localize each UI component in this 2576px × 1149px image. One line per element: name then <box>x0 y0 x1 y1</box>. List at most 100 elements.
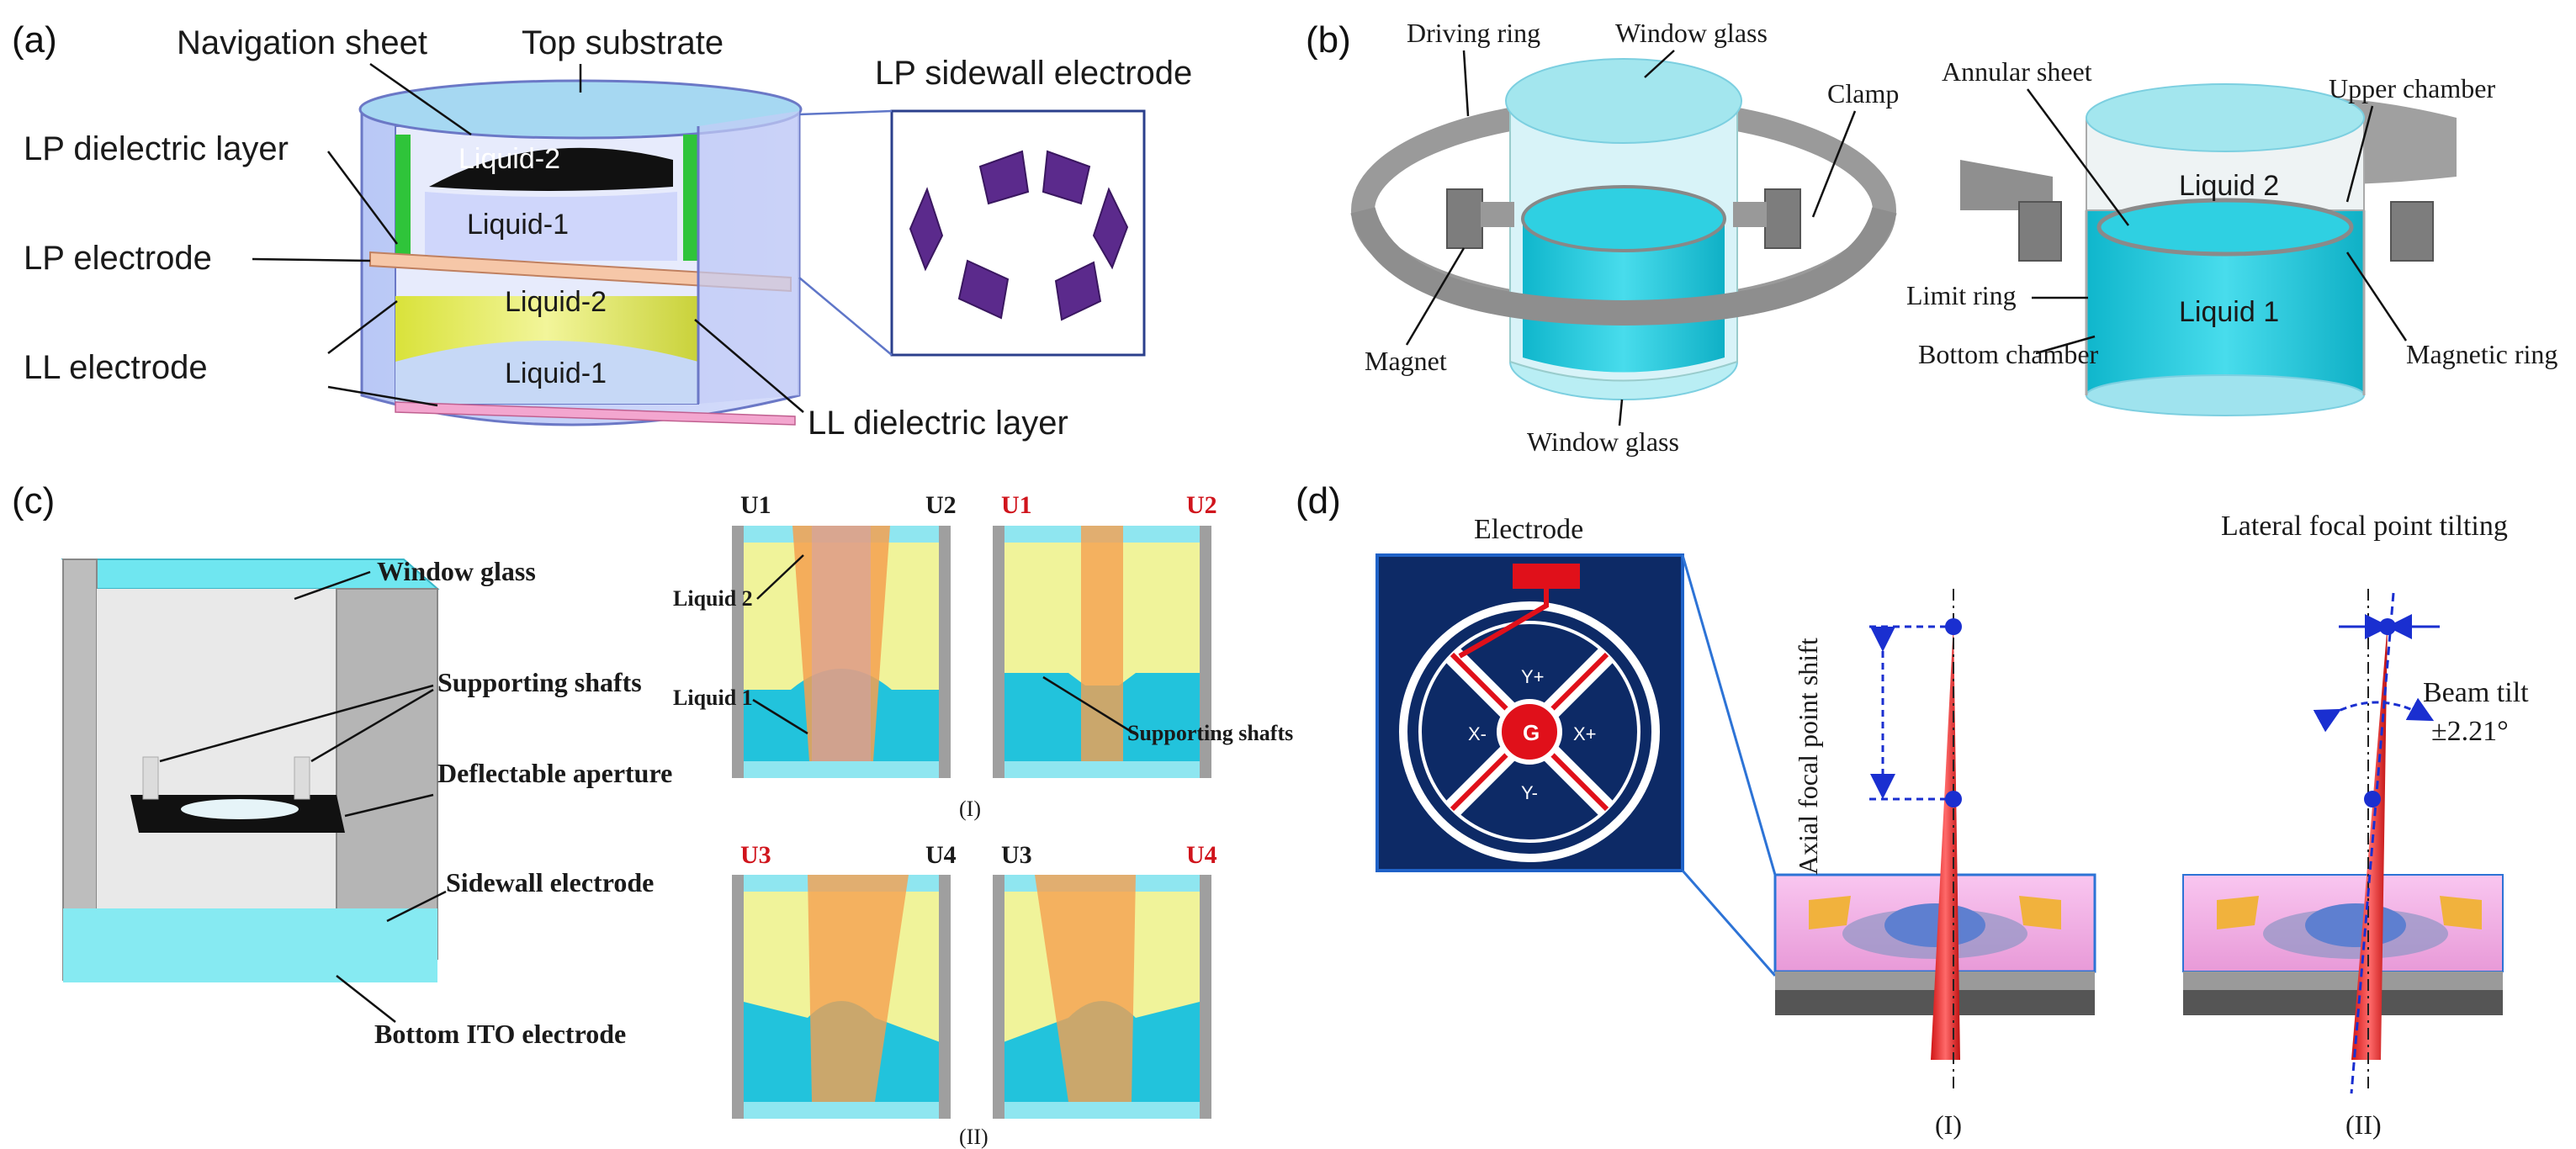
label-u1-i-a: U1 <box>740 491 771 519</box>
leader-ll-dielectric <box>694 319 804 413</box>
pad-y-plus: Y+ <box>1521 666 1545 687</box>
leader-deflectable-aperture <box>344 793 434 818</box>
lp-sidewall-left <box>395 135 411 261</box>
leader-ll-electrode-1 <box>327 300 398 354</box>
label-row-i: (I) <box>959 797 981 821</box>
leader-supporting-shafts-2 <box>310 688 434 763</box>
leader-lp-dielectric <box>326 151 399 245</box>
leader-upper-chamber <box>2345 105 2374 203</box>
label-navigation-sheet: Navigation sheet <box>177 24 427 61</box>
electrode-inset: Y+ Y- X+ X- G <box>1375 553 1684 872</box>
leader-driving-ring <box>1462 50 1470 117</box>
annular-sheet-shape <box>2096 198 2354 257</box>
pad-x-plus: X+ <box>1573 723 1597 744</box>
panel-d-tag: (d) <box>1296 480 1341 522</box>
leader-magnetic-ring <box>2345 252 2408 342</box>
label-driving-ring: Driving ring <box>1407 18 1540 48</box>
panel-c-device <box>61 559 440 982</box>
label-supporting-shafts: Supporting shafts <box>437 667 642 697</box>
panel-b-tag: (b) <box>1306 19 1351 61</box>
label-electrode: Electrode <box>1474 514 1583 545</box>
label-u1-i-b: U1 <box>1001 491 1032 519</box>
leader-bottom-ito <box>336 975 396 1023</box>
panel-d: (d) Electrode Y+ Y- X+ X- G <box>1296 480 2529 1140</box>
label-liquid2-b: Liquid 2 <box>2179 170 2279 202</box>
label-magnet: Magnet <box>1365 346 1447 376</box>
panel-c: (c) Window glass Supporting shafts Defle… <box>12 480 1293 1149</box>
panel-a-device: Liquid-2 Liquid-1 Liquid-2 Liquid-1 <box>358 79 803 426</box>
driving-ring-front <box>1350 206 1897 326</box>
label-u4-ii-b: U4 <box>1186 841 1217 869</box>
label-liquid1-b: Liquid 1 <box>2179 296 2279 328</box>
label-lp-electrode: LP electrode <box>24 240 212 277</box>
panel-a: (a) Liquid-2 Liquid-1 <box>12 19 1192 442</box>
label-axial-shift: Axial focal point shift <box>1793 638 1823 875</box>
label-sidewall-electrode: Sidewall electrode <box>446 867 654 897</box>
label-top-substrate: Top substrate <box>522 24 724 61</box>
label-window-glass-bottom: Window glass <box>1527 426 1679 457</box>
panel-b-left-assembly <box>1350 58 1897 400</box>
leader-window-glass-bottom <box>1618 399 1624 426</box>
leader-navigation-sheet <box>369 62 472 136</box>
label-bottom-ito-electrode: Bottom ITO electrode <box>374 1019 626 1049</box>
upper-window-disc <box>2086 83 2365 152</box>
liquid2-bottom-label: Liquid-2 <box>505 286 607 318</box>
label-beam-tilt: Beam tilt <box>2423 677 2529 708</box>
lower-liquid1 <box>395 341 698 404</box>
label-u3-ii-b: U3 <box>1001 841 1032 869</box>
pad-y-minus: Y- <box>1521 782 1538 803</box>
leader-window-glass-top <box>1644 50 1675 78</box>
label-lp-sidewall-electrode: LP sidewall electrode <box>875 55 1192 92</box>
leader-ll-electrode-2 <box>327 385 438 407</box>
top-contact-pad <box>1513 564 1580 589</box>
leader-clamp <box>1811 110 1857 218</box>
label-lateral-tilting: Lateral focal point tilting <box>2221 511 2508 542</box>
navigation-sheet-shape <box>429 147 673 191</box>
label-lp-dielectric-layer: LP dielectric layer <box>24 130 289 167</box>
label-limit-ring: Limit ring <box>1906 280 2017 310</box>
outer-shell-right <box>698 111 799 404</box>
label-window-glass-top: Window glass <box>1615 18 1768 48</box>
liquid1-bottom-label: Liquid-1 <box>505 357 607 389</box>
ll-electrode-plate <box>395 401 796 426</box>
panel-b-right-assembly <box>1960 83 2457 416</box>
label-state-ii: (II) <box>2345 1109 2382 1140</box>
panel-b: (b) Driving ring Window glass Clamp Magn… <box>1306 18 2557 457</box>
liquid1-top-label: Liquid-1 <box>467 209 569 241</box>
magnet-left <box>1446 188 1483 249</box>
label-liquid1-c: Liquid 1 <box>673 686 753 710</box>
leader-magnet <box>1405 247 1466 346</box>
label-ll-dielectric-layer: LL dielectric layer <box>808 405 1068 442</box>
label-row-ii: (II) <box>959 1125 989 1149</box>
leader-sidewall-electrode <box>386 890 447 923</box>
label-deflectable-aperture: Deflectable aperture <box>437 758 672 788</box>
label-u2-i-a: U2 <box>925 491 957 519</box>
sidewall-electrode-block <box>336 588 438 960</box>
label-state-i: (I) <box>1935 1109 1962 1140</box>
beam-state-i <box>1931 622 1960 1060</box>
label-u3-ii-a: U3 <box>740 841 771 869</box>
label-ll-electrode: LL electrode <box>24 349 208 386</box>
window-glass-top-disc <box>1505 58 1742 144</box>
magnetic-inner-ring <box>1521 185 1726 252</box>
device-state-i <box>1773 589 2096 1093</box>
magnet-right-right <box>2390 201 2434 262</box>
bottom-window-disc <box>2086 374 2365 416</box>
ground-pad <box>1497 699 1562 765</box>
leader-bottom-chamber <box>2035 335 2096 355</box>
panel-c-inset-ii-a <box>732 875 951 1119</box>
bottom-ito-slab <box>63 908 437 982</box>
panel-c-inset-i-a <box>732 526 951 778</box>
leader-supporting-shafts-1 <box>159 684 434 763</box>
lp-sidewall-right <box>683 135 698 261</box>
panel-c-inset-i-b <box>993 526 1211 778</box>
panel-c-tag: (c) <box>12 480 55 522</box>
leader-annular-sheet <box>2026 88 2130 226</box>
lp-sidewall-electrode-segments <box>909 150 1129 321</box>
label-u4-ii-a: U4 <box>925 841 957 869</box>
liquid2-top-label: Liquid-2 <box>458 143 560 175</box>
label-beam-tilt-value: ±2.21° <box>2431 716 2509 747</box>
pad-x-minus: X- <box>1468 723 1487 744</box>
upper-liquid-region <box>425 192 677 261</box>
